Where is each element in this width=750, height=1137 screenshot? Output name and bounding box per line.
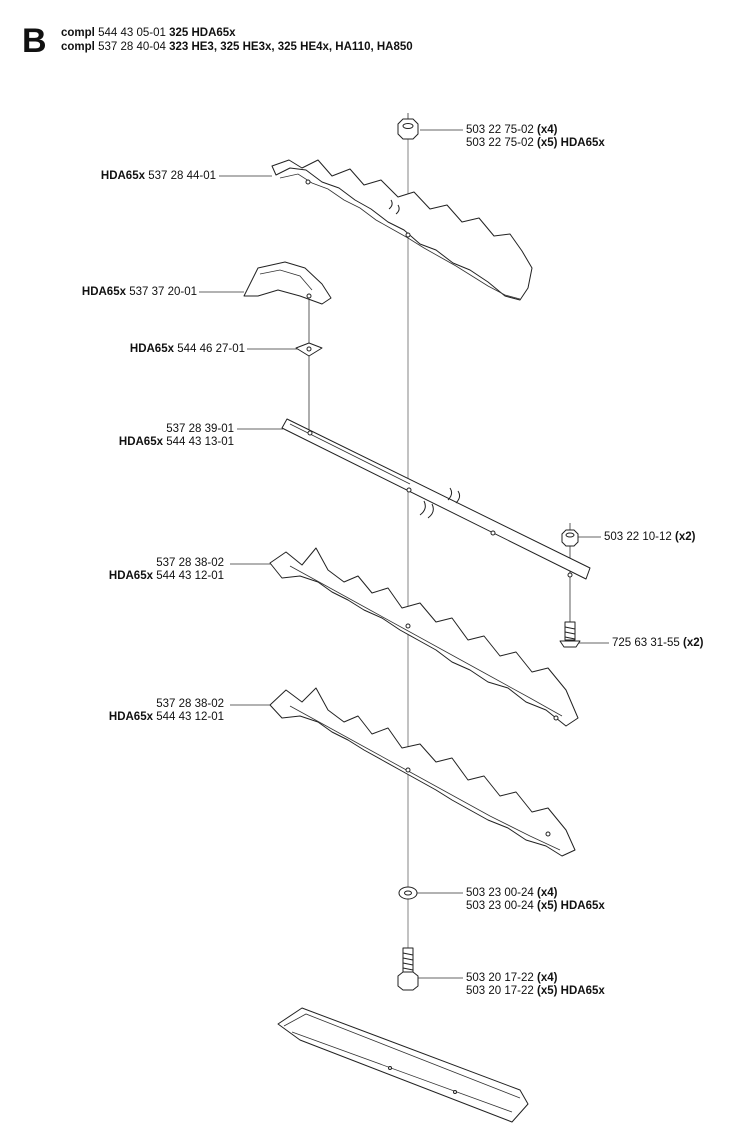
section-letter: B <box>22 22 47 60</box>
header-prefix: compl <box>61 41 95 53</box>
bar-drawing <box>281 418 591 580</box>
header-part-number: 537 28 40-04 <box>98 41 166 53</box>
small-nut-drawing <box>561 523 579 547</box>
callout-bar: 537 28 39-01 HDA65x 544 43 13-01 <box>118 423 234 448</box>
callout-top-blade: HDA65x 537 28 44-01 <box>100 170 216 182</box>
header-prefix: compl <box>61 27 95 39</box>
callout-guide: HDA65x 537 37 20-01 <box>81 286 197 298</box>
blade-guide-drawing <box>243 261 332 305</box>
blade-2-drawing <box>269 687 576 857</box>
callout-screw: 725 63 31-55 (x2) <box>612 637 704 649</box>
header-line-1: compl 544 43 05-01 325 HDA65x <box>61 26 236 40</box>
bolt-drawing <box>397 947 419 991</box>
callout-nut: 503 22 75-02 (x4) 503 22 75-02 (x5) HDA6… <box>466 124 605 149</box>
header-models: 325 HDA65x <box>169 27 236 39</box>
leader-lines <box>199 129 609 979</box>
callout-bolt: 503 20 17-22 (x4) 503 20 17-22 (x5) HDA6… <box>466 972 605 997</box>
washer-drawing <box>398 886 418 900</box>
top-blade-drawing <box>271 159 533 301</box>
callout-blade-1: 537 28 38-02 HDA65x 544 43 12-01 <box>108 557 224 582</box>
header-part-number: 544 43 05-01 <box>98 27 166 39</box>
callout-small-nut: 503 22 10-12 (x2) <box>604 531 696 543</box>
header-models: 323 HE3, 325 HE3x, 325 HE4x, HA110, HA85… <box>169 41 413 53</box>
blade-cover-drawing <box>277 1007 529 1123</box>
blade-1-drawing <box>269 547 579 727</box>
flange-nut-drawing <box>397 113 419 140</box>
callout-washer-plate: HDA65x 544 46 27-01 <box>129 343 245 355</box>
screw-drawing <box>559 621 581 648</box>
washer-plate-drawing <box>295 342 323 357</box>
callout-washer: 503 23 00-24 (x4) 503 23 00-24 (x5) HDA6… <box>466 887 605 912</box>
callout-blade-2: 537 28 38-02 HDA65x 544 43 12-01 <box>108 698 224 723</box>
header-line-2: compl 537 28 40-04 323 HE3, 325 HE3x, 32… <box>61 40 413 54</box>
